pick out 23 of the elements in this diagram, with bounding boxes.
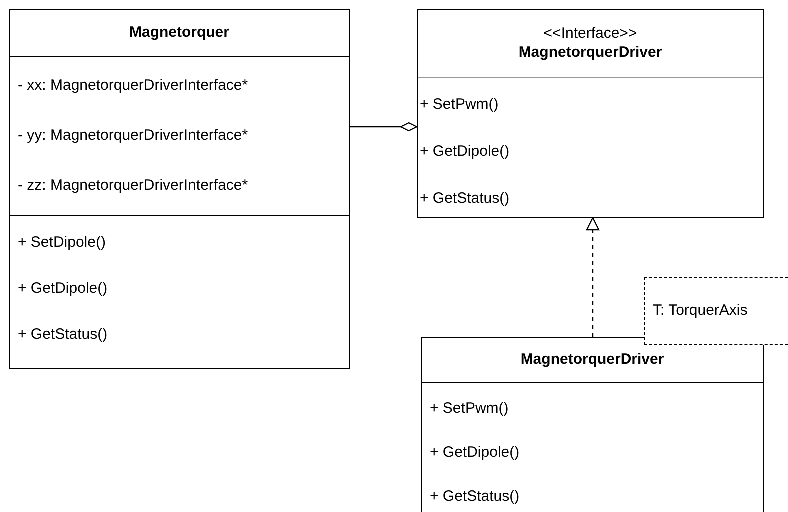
method-text: + GetDipole() — [429, 442, 520, 463]
method-text: + SetPwm() — [419, 95, 499, 116]
realization-arrow — [586, 217, 600, 337]
template-parameter: T: TorquerAxis — [653, 300, 748, 321]
method-text: + GetDipole() — [17, 278, 108, 299]
class-box — [417, 9, 764, 218]
stereotype-label: <<Interface>> — [544, 24, 638, 44]
template-parameter-box — [644, 277, 788, 345]
method-text: + GetStatus() — [17, 324, 108, 345]
class-name: Magnetorquer — [129, 24, 230, 42]
class-box — [421, 337, 764, 512]
method-text: + GetStatus() — [429, 486, 520, 507]
method-text: + SetDipole() — [17, 232, 106, 253]
class-name: MagnetorquerDriver — [520, 350, 664, 370]
method-text: + GetStatus() — [419, 189, 510, 210]
attribute-text: - zz: MagnetorquerDriverInterface* — [17, 176, 248, 196]
method-text: + SetPwm() — [429, 398, 509, 419]
method-text: + GetDipole() — [419, 142, 510, 162]
aggregation-connector — [350, 122, 418, 132]
class-name: MagnetorquerDriver — [518, 44, 662, 62]
class-box — [9, 9, 350, 369]
attribute-text: - xx: MagnetorquerDriverInterface* — [17, 76, 248, 96]
attribute-text: - yy: MagnetorquerDriverInterface* — [17, 126, 248, 146]
